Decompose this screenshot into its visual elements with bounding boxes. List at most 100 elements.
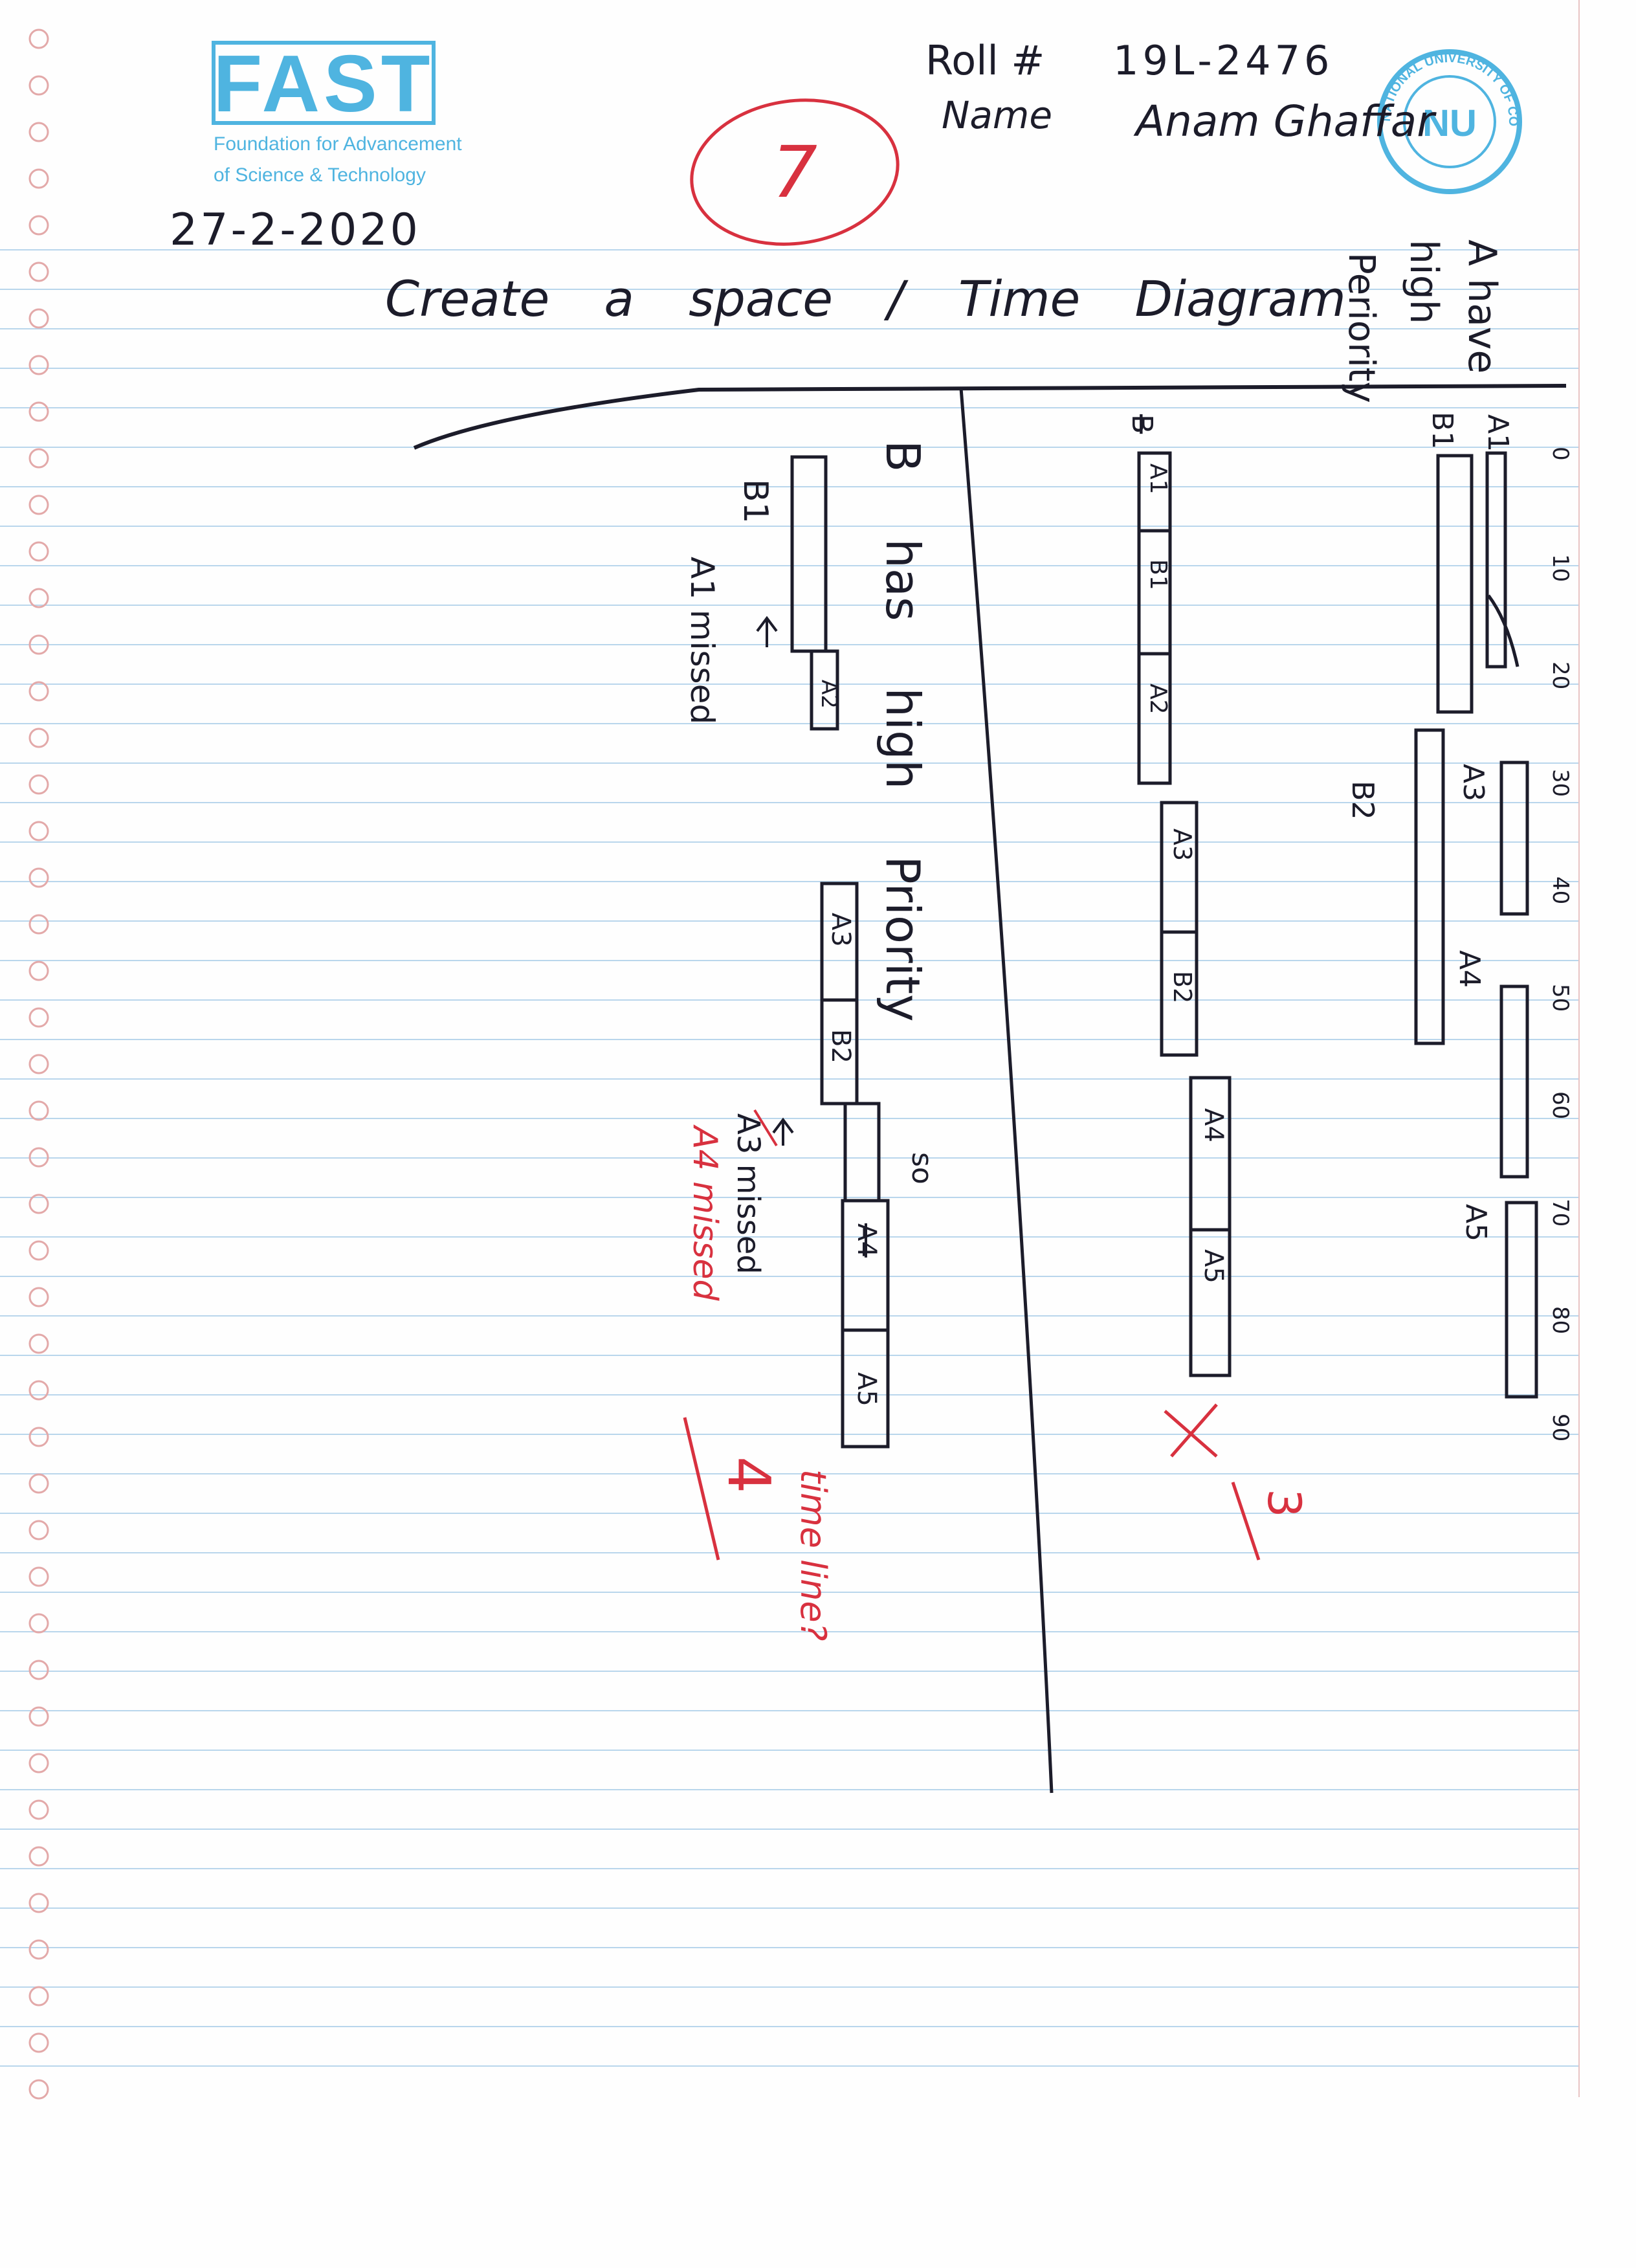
spiral-hole: [28, 634, 49, 655]
timeline-a3: A3: [1168, 828, 1197, 861]
spiral-hole: [28, 867, 49, 888]
timeline-a1: A1: [1145, 463, 1171, 495]
section-b-a2: A2: [816, 680, 842, 709]
section-b-a3-missed: A3 missed: [730, 1113, 766, 1274]
section-a-heading-line-3: Periority: [1340, 252, 1382, 403]
spiral-hole: [28, 1427, 49, 1447]
logo-wordmark: FAST: [214, 39, 434, 129]
spiral-hole: [28, 215, 49, 236]
section-a-timeline: B A1 B1 A2 A3 B2 A4 A5: [1125, 414, 1232, 1377]
tick-label: 0: [1547, 447, 1573, 461]
spiral-hole: [28, 1613, 49, 1634]
section-a-score: 3: [1257, 1489, 1310, 1518]
divider-horizontal: [413, 384, 1567, 450]
spiral-hole: [28, 1893, 49, 1913]
section-b-score: 4: [714, 1456, 782, 1493]
spiral-holes: [28, 28, 49, 2100]
timeline-b2: B2: [1168, 971, 1197, 1003]
spiral-hole: [28, 1100, 49, 1121]
spiral-hole: [28, 821, 49, 841]
section-b-a4-struck: A4: [852, 1223, 881, 1258]
label-a5: A5: [1459, 1204, 1492, 1241]
date: 27-2-2020: [170, 205, 421, 256]
section-a-heading: A have high Periority: [1340, 239, 1505, 403]
spiral-hole: [28, 308, 49, 329]
logo-line-1: Foundation for Advancement: [214, 133, 462, 155]
spiral-hole: [28, 1147, 49, 1168]
spiral-hole: [28, 1054, 49, 1074]
a1-strike: [1487, 594, 1520, 667]
tick-label: 80: [1547, 1306, 1573, 1334]
grade-score: 7: [772, 131, 817, 214]
tick-label: 60: [1547, 1091, 1573, 1119]
spiral-hole: [28, 1753, 49, 1773]
section-b-bars: [790, 455, 890, 1449]
tick-label: 30: [1547, 769, 1573, 797]
spiral-hole: [28, 1986, 49, 2007]
section-b-b1-label: B1: [736, 479, 775, 524]
teacher-note-missed: A4 missed: [685, 1124, 724, 1301]
arrow-a1: [756, 616, 778, 647]
spiral-hole: [28, 1566, 49, 1587]
spiral-hole: [28, 1380, 49, 1401]
spiral-hole: [28, 448, 49, 469]
section-b-score-line: [683, 1417, 720, 1561]
logo-line-2: of Science & Technology: [214, 164, 426, 186]
spiral-hole: [28, 1706, 49, 1727]
spiral-hole: [28, 914, 49, 935]
spiral-hole: [28, 588, 49, 608]
label-a3: A3: [1457, 764, 1490, 801]
spiral-hole: [28, 961, 49, 981]
spiral-hole: [28, 168, 49, 189]
arrow-a3: [772, 1117, 794, 1146]
tick-label: 10: [1547, 554, 1573, 582]
spiral-hole: [28, 1846, 49, 1867]
spiral-hole: [28, 1473, 49, 1494]
section-a-red-mark: [1164, 1403, 1261, 1561]
teacher-note-time: time line?: [793, 1469, 834, 1641]
section-b-b2: B2: [826, 1029, 856, 1063]
spiral-hole: [28, 541, 49, 562]
roll-value: 19L-2476: [1113, 37, 1334, 84]
section-b-a5: A5: [852, 1372, 881, 1406]
spiral-hole: [28, 495, 49, 515]
timeline-struck-label: B: [1125, 414, 1158, 434]
section-a-heading-line-1: A have: [1459, 239, 1505, 373]
tick-label: 90: [1547, 1414, 1573, 1441]
spiral-hole: [28, 2032, 49, 2053]
label-b2: B2: [1345, 781, 1380, 820]
timeline-a4: A4: [1199, 1108, 1228, 1142]
fast-logo: FAST Foundation for Advancement of Scien…: [212, 39, 462, 186]
name-value: Anam Ghaffar: [1133, 96, 1437, 146]
spiral-hole: [28, 401, 49, 422]
spiral-hole: [28, 1333, 49, 1354]
tick-label: 70: [1547, 1199, 1573, 1227]
time-ticks: 0 10 20 30 40 50 60 70 80 90: [1547, 447, 1573, 1441]
section-b-so: so: [905, 1152, 938, 1184]
section-a-heading-line-2: high: [1401, 239, 1446, 324]
spiral-hole: [28, 1287, 49, 1307]
spiral-hole: [28, 75, 49, 96]
tick-label: 40: [1547, 876, 1573, 904]
spiral-hole: [28, 774, 49, 795]
spiral-hole: [28, 261, 49, 282]
spiral-hole: [28, 1939, 49, 1960]
spiral-hole: [28, 681, 49, 702]
divider-vertical: [959, 388, 1054, 1794]
label-b1: B1: [1426, 412, 1459, 449]
spiral-hole: [28, 728, 49, 748]
tick-label: 50: [1547, 984, 1573, 1012]
ruled-lines: [0, 249, 1579, 2067]
tick-label: 20: [1547, 662, 1573, 689]
timeline-a2: A2: [1145, 684, 1171, 715]
label-a1: A1: [1481, 414, 1514, 452]
question: Create a space / Time Diagram: [385, 270, 1346, 328]
section-a-bars: [1414, 451, 1538, 1399]
section-b-a3: A3: [826, 913, 856, 947]
section-b-a1-missed: A1 missed: [683, 557, 721, 724]
seal-mark: NU: [1422, 102, 1477, 144]
grade-circle: 7: [690, 98, 900, 246]
spiral-hole: [28, 355, 49, 375]
section-b-heading: B has high Priority: [876, 440, 930, 1022]
